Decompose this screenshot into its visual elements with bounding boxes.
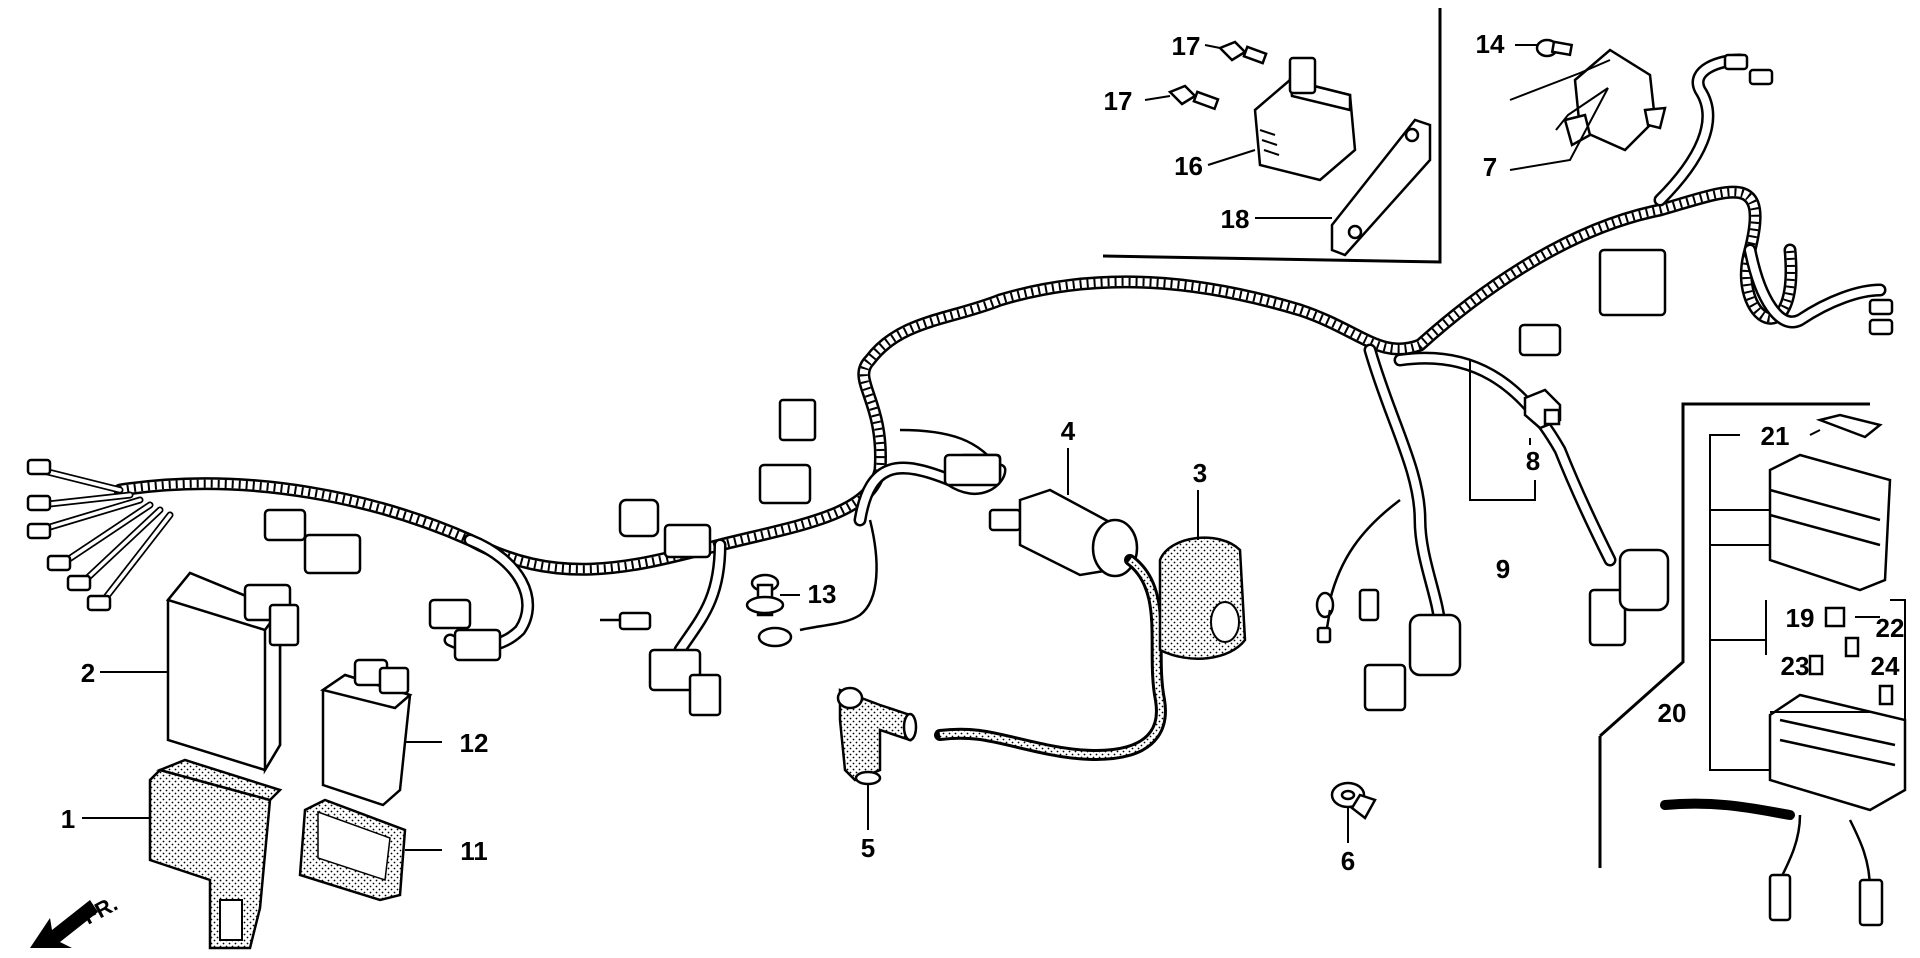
leader-lines <box>82 44 1906 851</box>
callout-24: 24 <box>1871 651 1900 681</box>
part-7-rectifier <box>1563 48 1667 152</box>
callout-4: 4 <box>1061 416 1076 446</box>
inset-borders <box>1102 8 1870 868</box>
callout-1: 1 <box>61 804 75 834</box>
left-wire-leads <box>26 458 174 612</box>
callout-12: 12 <box>460 728 489 758</box>
callout-22: 22 <box>1876 613 1905 643</box>
fuse-parts-small <box>1808 606 1894 706</box>
callout-9: 9 <box>1496 554 1510 584</box>
callout-11: 11 <box>460 836 488 866</box>
callout-5: 5 <box>861 833 875 863</box>
callout-18: 18 <box>1221 204 1250 234</box>
part-16-regulator <box>1253 56 1357 182</box>
callout-2: 2 <box>81 658 95 688</box>
part-1-holder <box>148 758 283 950</box>
part-14-bolt <box>1535 38 1574 58</box>
callout-19: 19 <box>1786 603 1815 633</box>
harness-connectors <box>263 53 1894 717</box>
arrow-icon <box>30 900 98 948</box>
front-label: FR. <box>79 891 122 930</box>
callout-14: 14 <box>1476 29 1505 59</box>
part-20-fuse-box <box>1660 693 1907 927</box>
part-12-relay <box>319 658 413 807</box>
callout-13: 13 <box>808 579 837 609</box>
part-13-bolt <box>745 573 785 617</box>
callout-3: 3 <box>1193 458 1207 488</box>
callout-21: 21 <box>1761 421 1790 451</box>
callout-16: 16 <box>1174 151 1203 181</box>
callout-8: 8 <box>1526 446 1540 476</box>
front-direction-indicator: FR. <box>30 891 122 948</box>
part-3-rubber-mount <box>1158 536 1247 660</box>
main-wire-harness <box>113 53 1887 657</box>
callout-20: 20 <box>1658 698 1687 728</box>
callout-labels: 1 2 3 4 5 6 7 8 9 11 12 13 14 16 17 17 1… <box>61 29 1905 876</box>
part-6-clamp <box>1330 781 1377 820</box>
callout-7: 7 <box>1483 152 1497 182</box>
part-21-cover <box>1768 413 1892 592</box>
part-11-holder <box>298 798 407 902</box>
callout-23: 23 <box>1781 651 1810 681</box>
callout-17-lower: 17 <box>1104 86 1133 116</box>
callout-6: 6 <box>1341 846 1355 876</box>
part-4-ignition-coil <box>934 488 1167 761</box>
part-2-cdi-unit <box>165 571 300 775</box>
part-8-clip <box>1523 388 1562 430</box>
part-18-plate <box>1330 118 1432 257</box>
callout-17-upper: 17 <box>1172 31 1201 61</box>
part-5-plug-cap <box>836 686 918 786</box>
part-17-bolts <box>1167 40 1268 111</box>
